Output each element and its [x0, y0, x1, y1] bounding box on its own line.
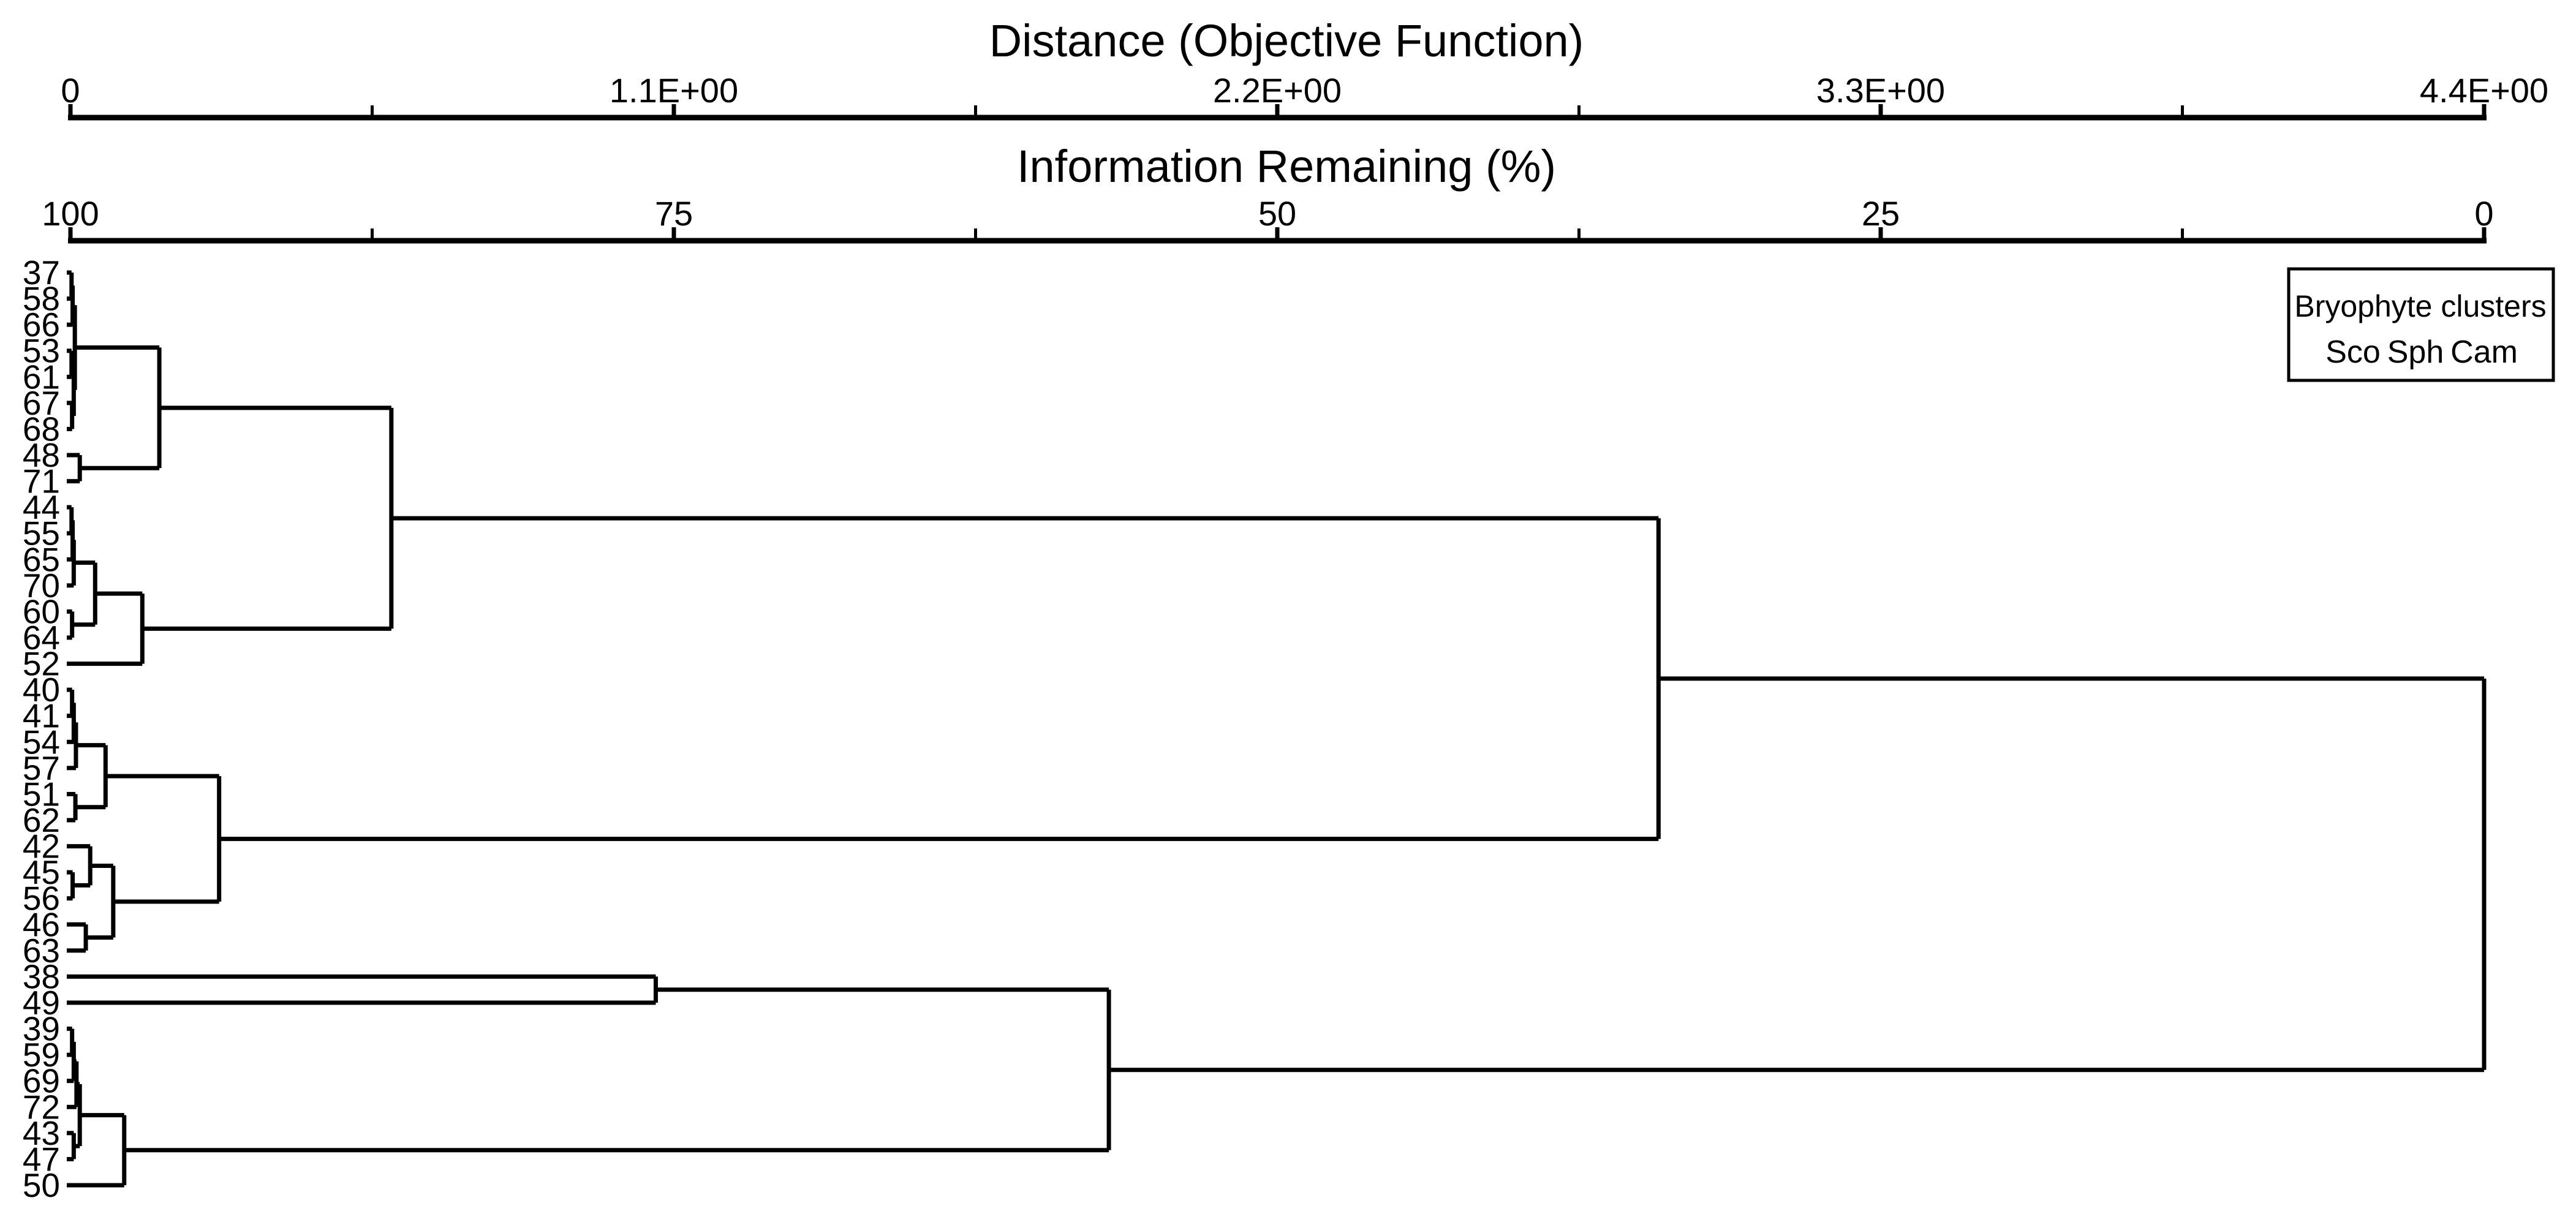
leaf-label-41: 41: [23, 697, 60, 735]
leaf-label-51: 51: [23, 775, 60, 813]
leaf-label-64: 64: [23, 619, 60, 657]
distance-tick-label: 0: [61, 71, 80, 110]
leaf-label-56: 56: [23, 880, 60, 918]
leaf-label-50: 50: [23, 1166, 60, 1204]
leaf-label-66: 66: [23, 306, 60, 344]
distance-tick-label: 4.4E+00: [2420, 71, 2548, 110]
leaf-label-61: 61: [23, 358, 60, 396]
legend-entry-cam: Cam: [2450, 334, 2518, 370]
axes-layer: 0 100 1.1E+00 75 2.2E+00 50 3.3E+00 25 4.4E+00 0: [42, 71, 2548, 244]
legend-entry-sph: Sph: [2387, 334, 2444, 370]
distance-axis-title: Distance (Objective Function): [989, 15, 1584, 66]
leaf-label-70: 70: [23, 567, 60, 605]
leaf-label-69: 69: [23, 1062, 60, 1100]
information-tick-label: 0: [2474, 194, 2493, 233]
legend-title: Bryophyte clusters: [2294, 289, 2546, 323]
leaf-label-52: 52: [23, 645, 60, 683]
information-tick-label: 100: [42, 194, 99, 233]
distance-tick-label: 1.1E+00: [610, 71, 738, 110]
leaf-label-48: 48: [23, 436, 60, 474]
leaf-label-39: 39: [23, 1010, 60, 1048]
information-axis-title: Information Remaining (%): [1017, 141, 1556, 192]
leaf-label-43: 43: [23, 1114, 60, 1152]
information-tick-label: 50: [1258, 194, 1296, 233]
leaf-label-40: 40: [23, 671, 60, 709]
distance-tick-label: 3.3E+00: [1816, 71, 1945, 110]
leaf-label-59: 59: [23, 1036, 60, 1074]
legend: Bryophyte clusters Sco Sph Cam: [2287, 267, 2555, 382]
leaf-labels: 3758665361676848714455657060645240415457…: [23, 254, 60, 1204]
leaf-label-46: 46: [23, 905, 60, 943]
legend-entry-sco: Sco: [2325, 334, 2381, 370]
leaf-label-63: 63: [23, 932, 60, 970]
leaf-label-47: 47: [23, 1140, 60, 1178]
leaf-label-45: 45: [23, 853, 60, 891]
leaf-label-57: 57: [23, 749, 60, 787]
information-tick-label: 25: [1862, 194, 1900, 233]
leaf-label-38: 38: [23, 957, 60, 995]
leaf-label-54: 54: [23, 723, 60, 761]
leaf-label-49: 49: [23, 984, 60, 1022]
leaf-label-62: 62: [23, 801, 60, 839]
leaf-label-71: 71: [23, 462, 60, 500]
leaf-label-58: 58: [23, 280, 60, 318]
leaf-label-44: 44: [23, 488, 60, 526]
leaf-label-55: 55: [23, 515, 60, 552]
leaf-label-72: 72: [23, 1088, 60, 1126]
legend-box: [2287, 267, 2555, 382]
leaf-label-68: 68: [23, 410, 60, 448]
information-tick-label: 75: [655, 194, 693, 233]
distance-tick-label: 2.2E+00: [1213, 71, 1342, 110]
leaf-label-53: 53: [23, 332, 60, 370]
leaf-label-60: 60: [23, 592, 60, 630]
leaf-label-42: 42: [23, 828, 60, 865]
leaf-label-67: 67: [23, 384, 60, 422]
leaf-label-65: 65: [23, 540, 60, 578]
dendrogram-tree: [67, 270, 2487, 1188]
leaf-label-37: 37: [23, 254, 60, 292]
